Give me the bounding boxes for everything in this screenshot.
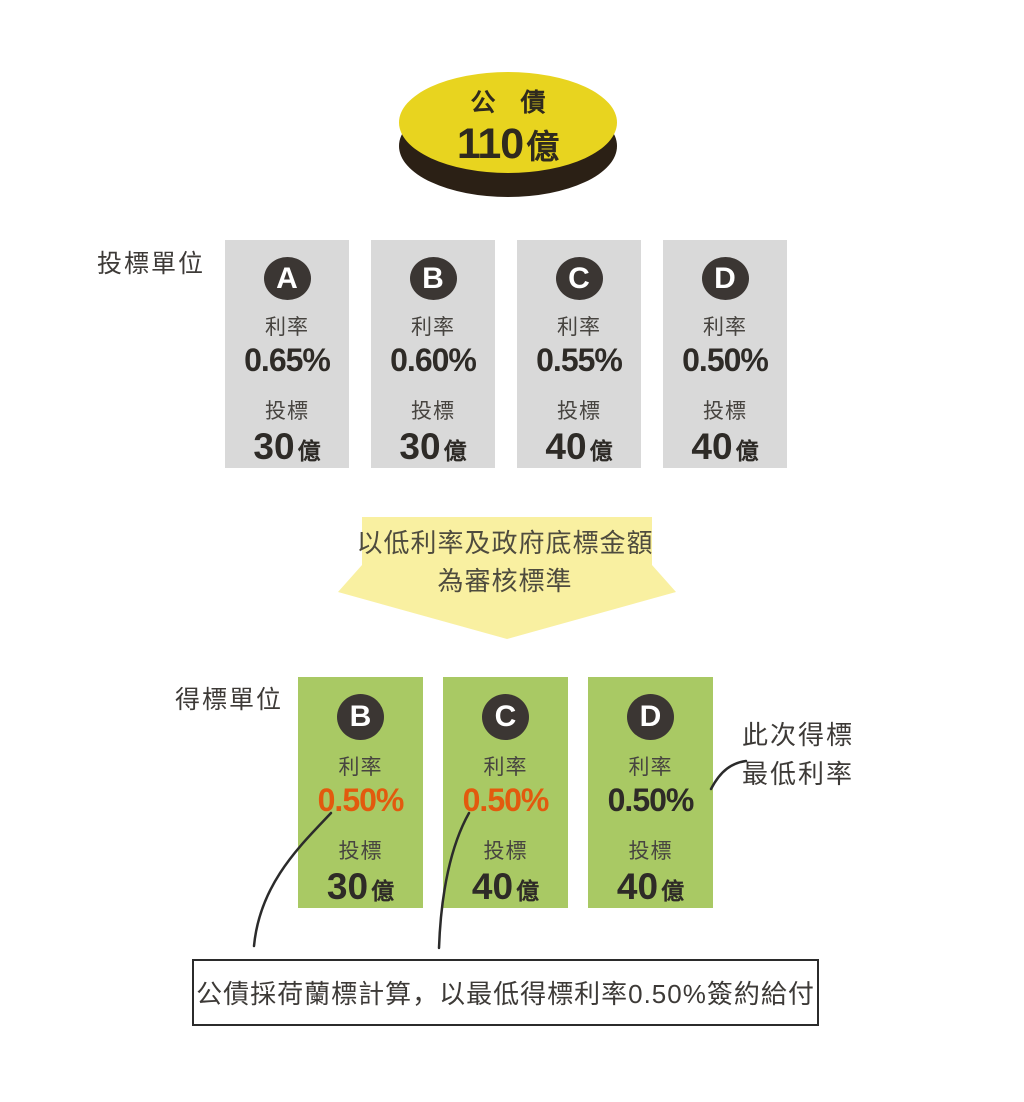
bid-label: 投標: [483, 840, 528, 863]
bidder-c-badge: C: [555, 257, 603, 300]
rate-label: 利率: [557, 316, 601, 339]
bid-amount: 40 億: [472, 866, 539, 908]
arrow-caption: 以低利率及政府底標金額 為審核標準: [330, 524, 680, 600]
rate-label: 利率: [265, 316, 309, 339]
bid-label: 投標: [411, 400, 455, 423]
bid-label: 投標: [703, 400, 747, 423]
rate-label: 利率: [338, 756, 383, 779]
bid-amount-unit: 億: [371, 878, 395, 904]
coin-amount-unit: 億: [526, 127, 560, 165]
bid-card-D: D 利率 0.50% 投標 40 億: [663, 240, 787, 468]
connector-d-to-annotation: [709, 759, 748, 791]
rate-value: 0.60%: [390, 342, 477, 378]
bid-amount-unit: 億: [443, 438, 467, 464]
arrow-caption-line2: 為審核標準: [437, 566, 573, 596]
bid-section-label: 投標單位: [97, 250, 206, 278]
rate-value: 0.55%: [536, 342, 623, 378]
win-card-B: B 利率 0.50% 投標 30 億: [298, 677, 423, 908]
win-section-label: 得標單位: [175, 686, 284, 714]
bidder-b-badge: B: [409, 257, 457, 300]
rate-label: 利率: [411, 316, 455, 339]
bid-amount-unit: 億: [297, 438, 321, 464]
bid-label: 投標: [265, 400, 309, 423]
bond-coin: 公 債 110 億: [399, 72, 617, 198]
bid-amount: 40 億: [691, 426, 758, 468]
annotation-line1: 此次得標: [742, 720, 855, 750]
bidder-d-badge: D: [701, 257, 749, 300]
bid-amount-unit: 億: [735, 438, 759, 464]
bid-amount: 30 億: [253, 426, 320, 468]
rate-value-highlighted: 0.50%: [462, 782, 550, 818]
bid-amount-number: 40: [616, 866, 659, 907]
bid-label: 投標: [628, 840, 673, 863]
bid-amount-number: 40: [471, 866, 514, 907]
bidder-a-badge: A: [263, 257, 311, 300]
rate-value-highlighted: 0.50%: [317, 782, 405, 818]
bid-card-B: B 利率 0.60% 投標 30 億: [371, 240, 495, 468]
bid-amount: 40 億: [617, 866, 684, 908]
bid-amount-number: 40: [691, 426, 733, 467]
rate-label: 利率: [703, 316, 747, 339]
annotation-line2: 最低利率: [742, 759, 855, 789]
lowest-rate-annotation: 此次得標 最低利率: [742, 716, 854, 794]
arrow-caption-line1: 以低利率及政府底標金額: [356, 528, 654, 558]
rate-label: 利率: [628, 756, 673, 779]
bid-amount-unit: 億: [516, 878, 540, 904]
win-card-C: C 利率 0.50% 投標 40 億: [443, 677, 568, 908]
bid-amount: 30 億: [399, 426, 466, 468]
rate-value: 0.65%: [244, 342, 331, 378]
bid-amount: 30 億: [327, 866, 394, 908]
bid-card-A: A 利率 0.65% 投標 30 億: [225, 240, 349, 468]
winner-c-badge: C: [482, 694, 529, 740]
win-card-D: D 利率 0.50% 投標 40 億: [588, 677, 713, 908]
bid-amount-number: 40: [545, 426, 587, 467]
bid-amount-number: 30: [326, 866, 369, 907]
coin-title: 公 債: [470, 88, 555, 117]
winner-b-badge: B: [337, 694, 384, 740]
down-arrow-banner: [338, 517, 676, 639]
footer-note-text: 公債採荷蘭標計算，以最低得標利率0.50%簽約給付: [196, 979, 815, 1009]
rate-value: 0.50%: [607, 782, 695, 818]
bid-label: 投標: [338, 840, 383, 863]
bid-label: 投標: [557, 400, 601, 423]
winner-d-badge: D: [627, 694, 674, 740]
coin-amount-number: 110: [456, 119, 524, 168]
coin-amount: 110 億: [457, 120, 559, 169]
rate-value: 0.50%: [682, 342, 769, 378]
bid-amount: 40 億: [545, 426, 612, 468]
rate-label: 利率: [483, 756, 528, 779]
coin-face: 公 債 110 億: [399, 72, 617, 173]
bid-card-C: C 利率 0.55% 投標 40 億: [517, 240, 641, 468]
footer-note-box: 公債採荷蘭標計算，以最低得標利率0.50%簽約給付: [192, 959, 819, 1026]
bid-amount-number: 30: [399, 426, 441, 467]
bid-amount-unit: 億: [661, 878, 685, 904]
bid-amount-unit: 億: [589, 438, 613, 464]
bid-amount-number: 30: [253, 426, 295, 467]
down-arrow-shape: [338, 517, 676, 639]
